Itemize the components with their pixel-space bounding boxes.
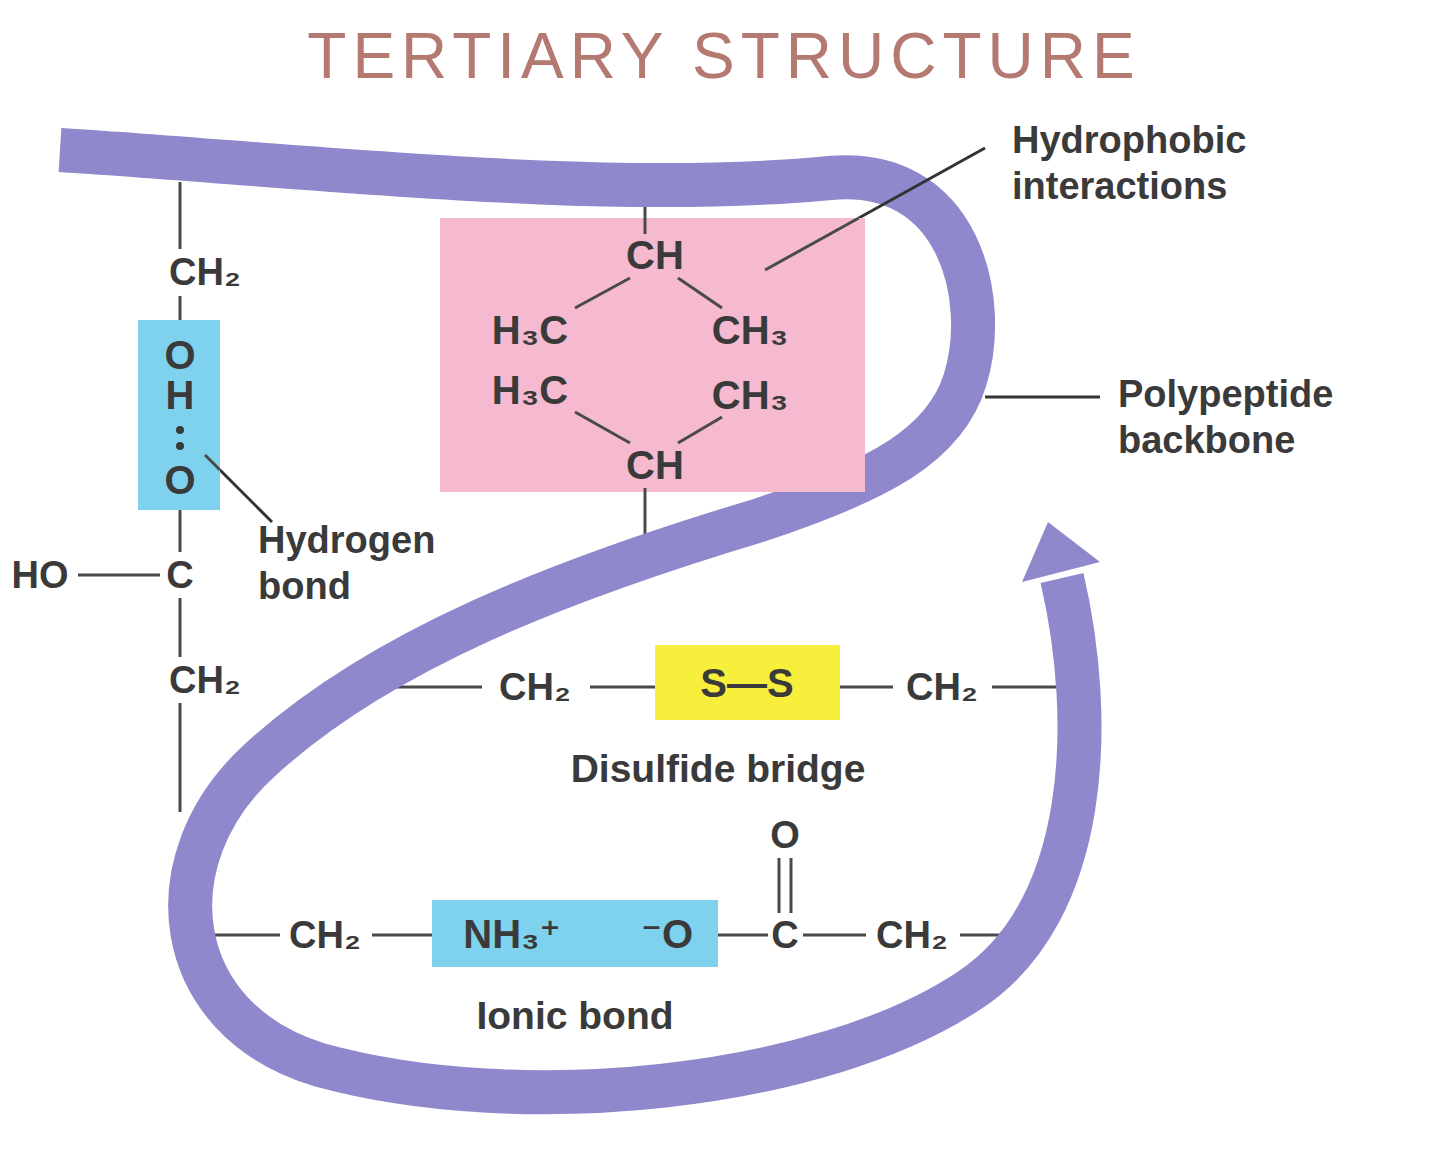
callout-label: Polypeptide backbone xyxy=(1118,372,1418,463)
chem-group: CH₂ xyxy=(499,668,571,706)
bond-line xyxy=(644,488,647,492)
bond-line xyxy=(765,218,859,270)
chem-group: O xyxy=(164,460,195,500)
bond-line xyxy=(678,278,722,308)
bond-line xyxy=(718,934,768,937)
bond-line xyxy=(644,218,647,234)
bond-line xyxy=(372,934,432,937)
bond-line xyxy=(179,703,182,812)
chem-group: CH₂ xyxy=(169,253,241,291)
chem-group: O xyxy=(770,816,800,854)
chem-group: S—S xyxy=(700,663,793,703)
chem-group: CH₂ xyxy=(906,668,978,706)
diagram-title: TERTIARY STRUCTURE xyxy=(307,24,1140,88)
leader-line xyxy=(859,148,985,218)
disulfide-box: S—S xyxy=(655,645,840,720)
chem-group: O xyxy=(164,335,195,375)
double-bond-line xyxy=(790,858,793,913)
chem-group: HO xyxy=(12,556,69,594)
chem-group: C xyxy=(771,916,798,954)
chem-group: ⁻O xyxy=(641,914,693,954)
bond-line xyxy=(803,934,866,937)
bond-line xyxy=(179,510,182,552)
chem-group: CH₂ xyxy=(289,916,361,954)
bond-line xyxy=(205,455,220,470)
callout-label: Ionic bond xyxy=(476,996,673,1035)
bond-line xyxy=(179,598,182,657)
callout-label: Hydrophobic interactions xyxy=(1012,118,1342,209)
chem-group: CH₂ xyxy=(876,916,948,954)
bond-line xyxy=(78,574,160,577)
chem-group: CH₂ xyxy=(169,661,241,699)
polypeptide-ribbon xyxy=(60,150,1079,1092)
callout-label: Disulfide bridge xyxy=(571,749,866,788)
chem-group: CH₃ xyxy=(712,375,788,415)
leader-line xyxy=(985,396,1100,399)
chem-group: NH₃⁺ xyxy=(463,914,560,954)
callout-label: Hydrogen bond xyxy=(258,518,498,609)
ionic-box: NH₃⁺ ⁻O xyxy=(432,900,718,967)
bond-line xyxy=(575,278,630,308)
hydrogen-bond-dot xyxy=(176,426,184,434)
bond-line xyxy=(179,296,182,320)
bond-line xyxy=(575,412,630,443)
chem-group: H₃C xyxy=(492,310,568,350)
double-bond-line xyxy=(778,858,781,913)
chem-group: CH xyxy=(626,235,684,275)
bond-line xyxy=(840,686,893,689)
chem-group: CH₃ xyxy=(712,310,788,350)
bond-line xyxy=(590,686,655,689)
leader-line xyxy=(220,470,272,522)
leader-lines xyxy=(220,148,1100,522)
hydrophobic-box: CH H₃C CH₃ H₃C CH₃ CH xyxy=(440,218,865,492)
ribbon-arrowhead xyxy=(1022,522,1100,582)
chem-group: CH xyxy=(626,445,684,485)
chem-group: H₃C xyxy=(492,370,568,410)
chem-group: C xyxy=(166,556,193,594)
chem-group: H xyxy=(166,375,195,415)
bond-line xyxy=(179,182,182,249)
bond-line xyxy=(678,417,722,443)
hydrogen-bond-box: OHO xyxy=(138,320,220,510)
hydrogen-bond-dot xyxy=(176,442,184,450)
